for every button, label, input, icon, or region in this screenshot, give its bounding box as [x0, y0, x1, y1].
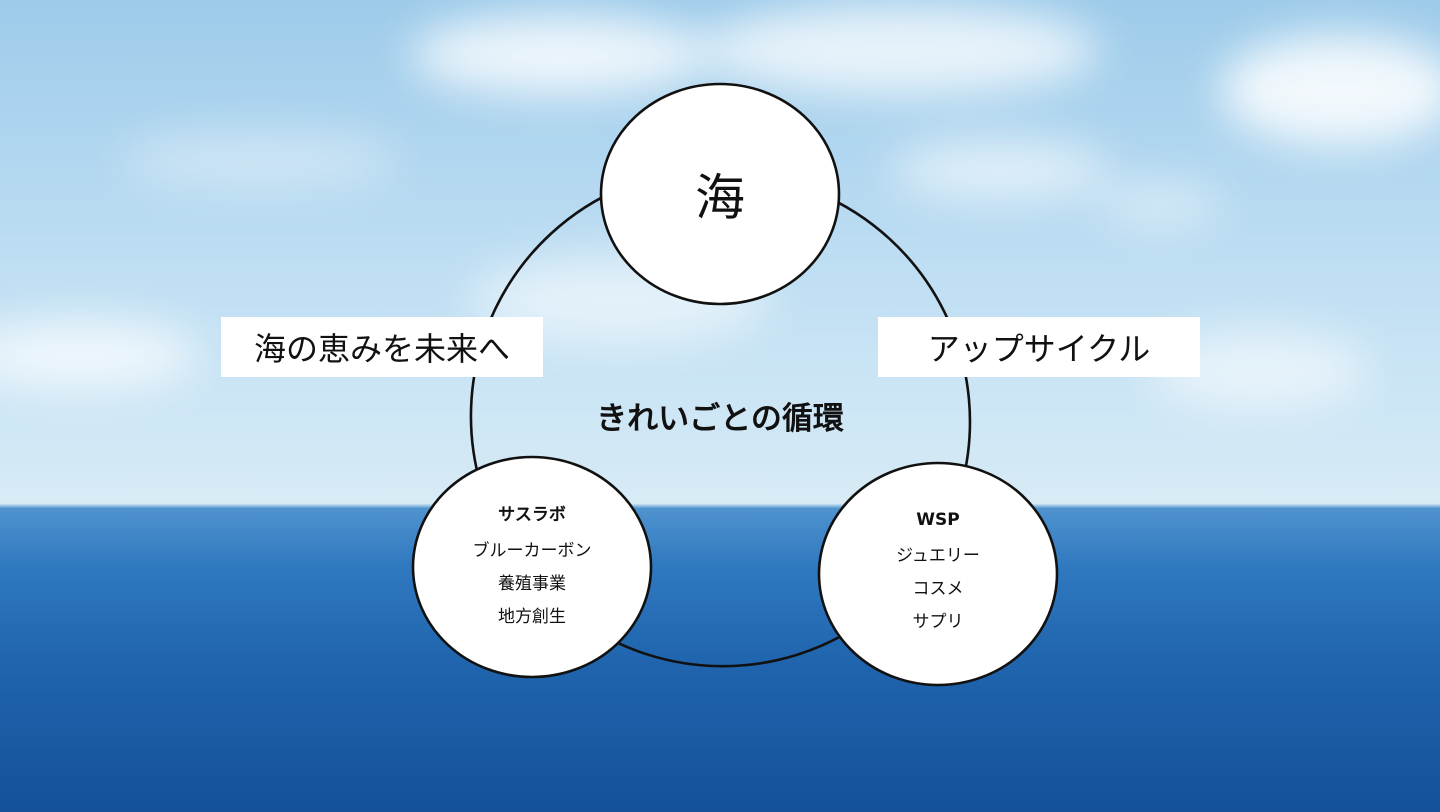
node-wsp: WSP ジュエリー コスメ サプリ	[818, 462, 1058, 686]
node-suslab: サスラボ ブルーカーボン 養殖事業 地方創生	[412, 456, 652, 678]
sea-label: 海	[695, 158, 745, 230]
label-upcycle: アップサイクル	[878, 317, 1200, 377]
wsp-item: サプリ	[913, 606, 964, 639]
wsp-item: ジュエリー	[896, 540, 980, 573]
suslab-title: サスラボ	[498, 500, 566, 525]
wsp-item: コスメ	[913, 573, 964, 606]
node-sea: 海	[600, 83, 840, 305]
suslab-item: 地方創生	[498, 601, 566, 634]
label-future: 海の恵みを未来へ	[221, 317, 543, 377]
suslab-item: 養殖事業	[498, 568, 566, 601]
wsp-title: WSP	[916, 510, 959, 530]
center-title: きれいごとの循環	[520, 393, 920, 438]
suslab-item: ブルーカーボン	[473, 535, 592, 568]
